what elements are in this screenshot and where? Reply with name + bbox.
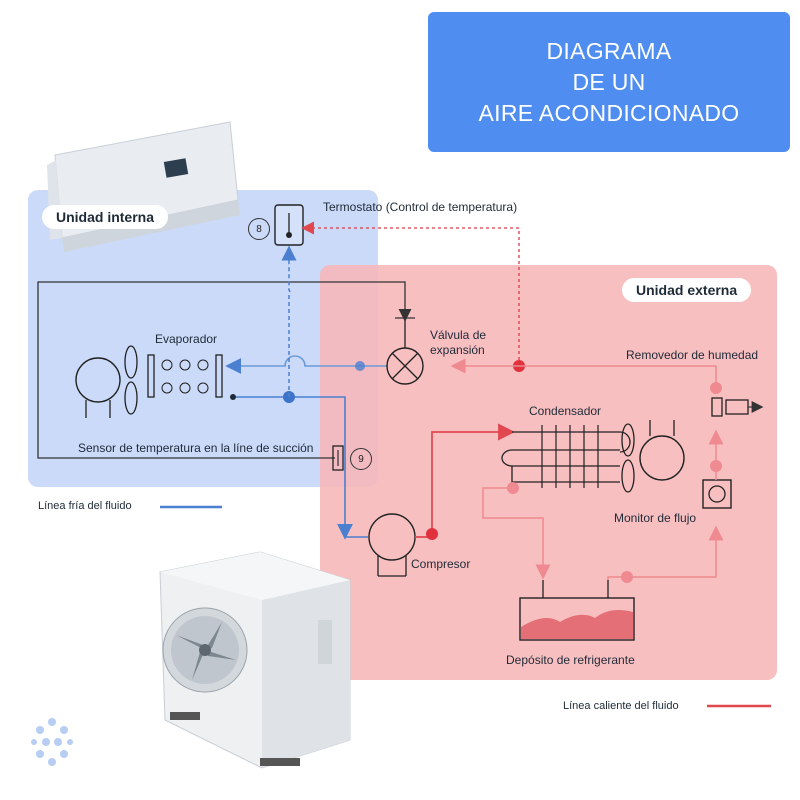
suction-sensor-label: Sensor de temperatura en la líne de succ… (78, 441, 314, 455)
expansion-valve-symbol (386, 320, 424, 385)
refrigerant-tank-symbol (519, 580, 635, 641)
title-line-1: DIAGRAMA (546, 37, 672, 64)
flow-monitor-symbol (702, 479, 732, 509)
thermostat-label: Termostato (Control de temperatura) (323, 200, 518, 214)
condenser-label: Condensador (529, 404, 602, 418)
diagram-title-box: DIAGRAMA DE UN AIRE ACONDICIONADO (428, 12, 790, 152)
evaporator-label: Evaporador (155, 332, 218, 346)
internal-unit-label: Unidad interna (42, 205, 169, 229)
brand-logo-dots (31, 718, 73, 766)
internal-unit-zone (28, 190, 378, 487)
expansion-valve-label-line2: expansión (430, 343, 485, 357)
external-unit-zone (320, 265, 777, 680)
sensor-number-badge: 9 (350, 448, 372, 470)
external-unit-label: Unidad externa (622, 278, 752, 302)
condenser-symbol (501, 420, 685, 493)
evaporator-symbol (75, 345, 223, 418)
compressor-label: Compresor (411, 557, 471, 571)
moisture-remover-symbol (711, 397, 764, 417)
outdoor-unit-illustration (159, 551, 351, 769)
expansion-valve-label-line1: Válvula de (430, 328, 487, 342)
moisture-remover-label: Removedor de humedad (626, 348, 759, 362)
title-line-3: AIRE ACONDICIONADO (478, 99, 740, 126)
flow-monitor-label: Monitor de flujo (614, 511, 697, 525)
cold-line-legend-label: Línea fría del fluido (38, 500, 132, 512)
suction-sensor-symbol (332, 445, 344, 471)
thermostat-number-badge: 8 (248, 218, 270, 240)
title-line-2: DE UN (572, 68, 646, 95)
refrigerant-tank-label: Depósito de refrigerante (506, 653, 635, 667)
hot-line-legend-label: Línea caliente del fluido (563, 700, 679, 712)
